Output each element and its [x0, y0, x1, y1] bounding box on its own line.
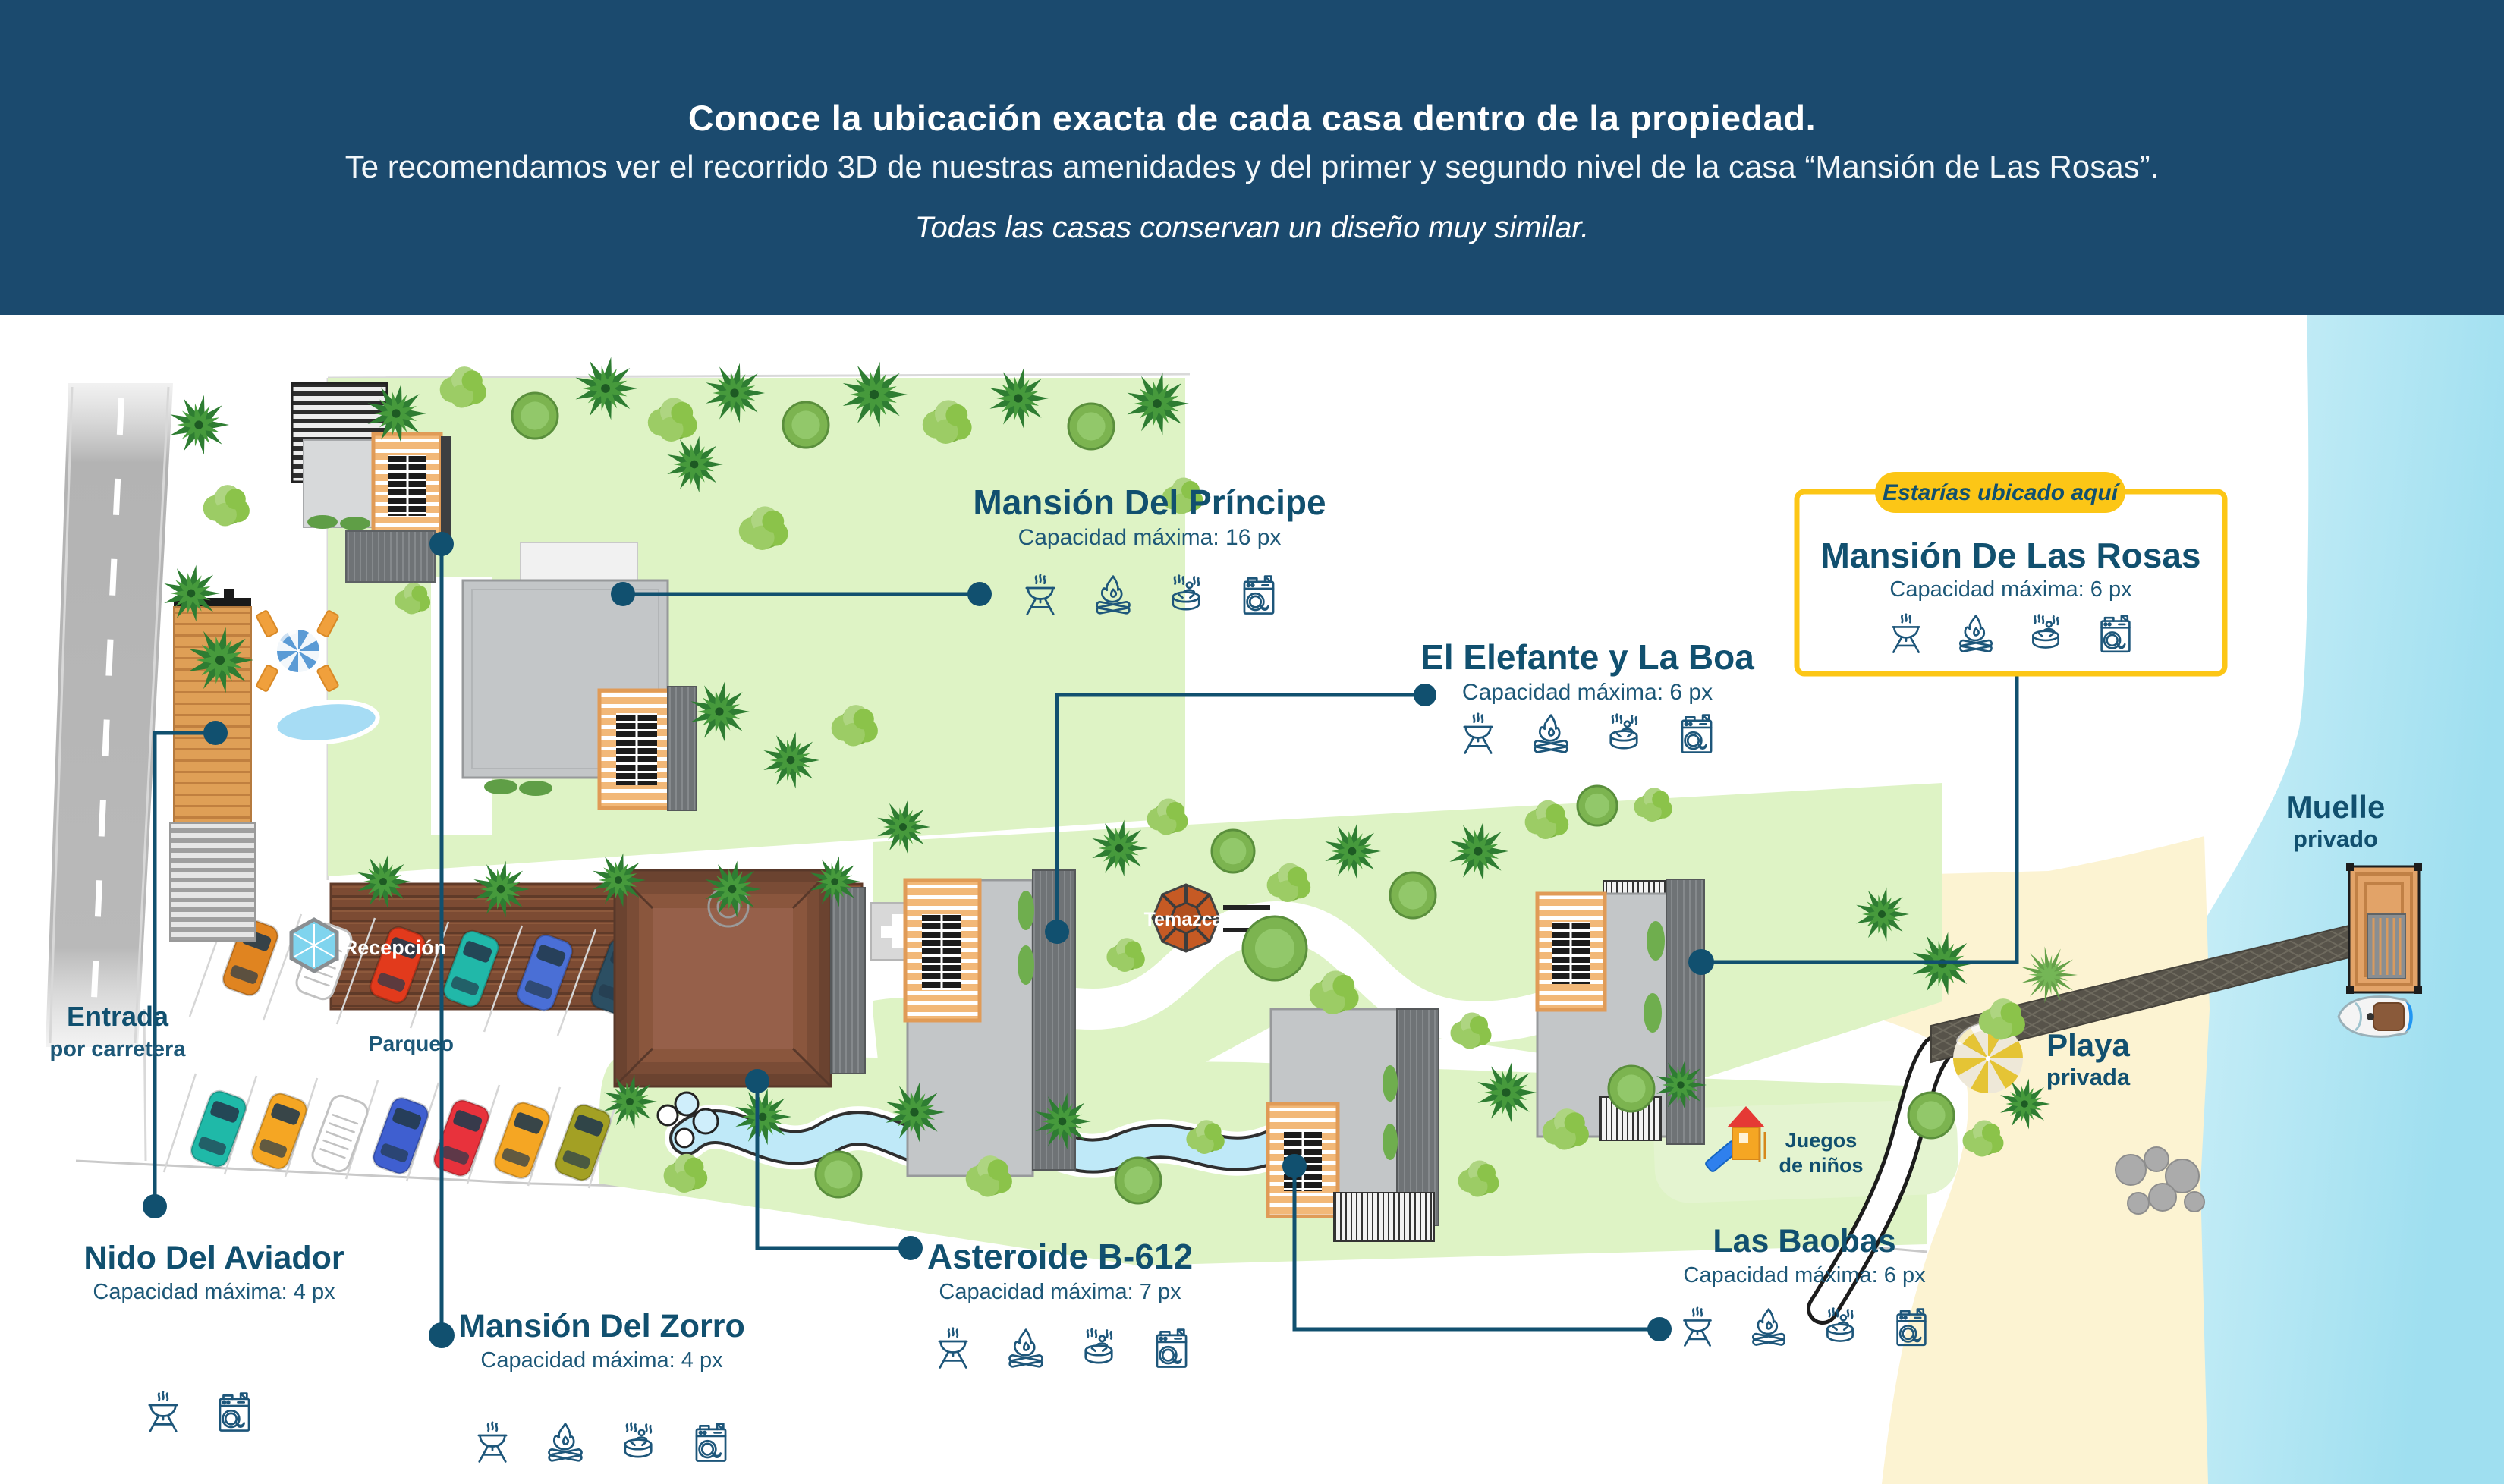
svg-text:de niños: de niños	[1779, 1154, 1863, 1177]
header-banner: Conoce la ubicación exacta de cada casa …	[0, 0, 2504, 315]
house-mansion-del-principe	[461, 542, 697, 811]
svg-text:privada: privada	[2046, 1064, 2131, 1090]
svg-text:Mansión Del Príncipe: Mansión Del Príncipe	[973, 483, 1326, 522]
washing-machine-icon	[1243, 575, 1275, 615]
temazcal-structure	[1151, 883, 1270, 953]
svg-text:por carretera: por carretera	[50, 1037, 187, 1061]
campfire-icon	[1751, 1308, 1786, 1347]
svg-text:Capacidad máxima: 6 px: Capacidad máxima: 6 px	[1462, 680, 1713, 705]
svg-text:Capacidad máxima: 7 px: Capacidad máxima: 7 px	[939, 1280, 1181, 1304]
beach-rocks	[2115, 1146, 2205, 1215]
bbq-grill-icon	[938, 1327, 968, 1369]
house-manson-del-zorro	[291, 382, 451, 583]
entrada-label: Entrada por carretera	[50, 1001, 187, 1061]
bbq-grill-icon	[477, 1421, 508, 1463]
boat	[2337, 995, 2413, 1038]
header-note: Todas las casas conservan un diseño muy …	[914, 211, 1590, 244]
garden-lounge-area	[256, 610, 380, 973]
header-subtitle: Te recomendamos ver el recorrido 3D de n…	[344, 149, 2160, 184]
bbq-grill-icon	[1463, 712, 1493, 754]
connector-lines	[143, 532, 2019, 1348]
highlight-badge-text: Estarías ubicado aquí	[1883, 480, 2121, 505]
house-las-baobas	[1266, 1008, 1439, 1242]
beach-umbrella	[1953, 1023, 2023, 1093]
svg-text:Mansión De Las Rosas: Mansión De Las Rosas	[1820, 536, 2200, 575]
access-road	[46, 383, 173, 1047]
svg-text:Capacidad máxima: 6 px: Capacidad máxima: 6 px	[1683, 1263, 1926, 1287]
highlight-badge	[1875, 472, 2125, 513]
svg-text:privado: privado	[2293, 825, 2378, 852]
label-el-elefante-y-la-boa: El Elefante y La Boa Capacidad máxima: 6…	[1420, 637, 1754, 754]
label-las-baobas: Las Baobas Capacidad máxima: 6 px	[1683, 1223, 1927, 1347]
svg-text:El Elefante y La Boa: El Elefante y La Boa	[1420, 637, 1754, 677]
hot-tub-icon	[1084, 1328, 1113, 1364]
temazcal-label: Temazcal	[1144, 909, 1228, 930]
washing-machine-icon	[695, 1423, 727, 1462]
svg-text:Capacidad máxima: 6 px: Capacidad máxima: 6 px	[1889, 577, 2132, 602]
svg-text:Mansión Del Zorro: Mansión Del Zorro	[458, 1308, 744, 1344]
label-mansion-del-principe: Mansión Del Príncipe Capacidad máxima: 1…	[973, 483, 1326, 615]
svg-text:Las Baobas: Las Baobas	[1713, 1223, 1895, 1259]
juegos-label: Juegos de niños	[1779, 1129, 1863, 1177]
playa-label: Playa privada	[2046, 1027, 2131, 1090]
svg-text:Playa: Playa	[2046, 1027, 2130, 1063]
hot-tub-icon	[1609, 713, 1638, 750]
svg-text:Juegos: Juegos	[1785, 1129, 1858, 1152]
hot-tub-icon	[624, 1422, 653, 1458]
muelle-label: Muelle privado	[2286, 789, 2386, 852]
private-dock	[1930, 863, 2422, 1064]
washing-machine-icon	[1681, 714, 1713, 753]
house-el-elefante-y-la-boa	[903, 869, 1076, 1177]
recepcion-label: Recepción	[343, 936, 447, 959]
trees	[164, 357, 2078, 1205]
parqueo-label: Parqueo	[369, 1032, 454, 1055]
label-mansion-del-zorro: Mansión Del Zorro Capacidad máxima: 4 px	[458, 1308, 745, 1463]
svg-text:Capacidad máxima: 16 px: Capacidad máxima: 16 px	[1018, 525, 1282, 550]
svg-text:Muelle: Muelle	[2286, 789, 2386, 825]
svg-text:Nido Del Aviador: Nido Del Aviador	[83, 1240, 344, 1276]
svg-text:Entrada: Entrada	[67, 1001, 169, 1032]
bbq-grill-icon	[148, 1391, 178, 1432]
svg-text:Capacidad máxima: 4 px: Capacidad máxima: 4 px	[93, 1280, 335, 1304]
campfire-icon	[1008, 1328, 1044, 1369]
house-asteroide-b612	[613, 869, 866, 1088]
campfire-icon	[547, 1423, 584, 1463]
svg-text:Asteroide B-612: Asteroide B-612	[927, 1237, 1193, 1276]
bbq-grill-icon	[1683, 1306, 1712, 1347]
svg-text:Capacidad máxima: 4 px: Capacidad máxima: 4 px	[480, 1348, 723, 1372]
washing-machine-icon	[219, 1392, 250, 1432]
house-mansion-de-las-rosas	[1535, 879, 1705, 1145]
campfire-icon	[1533, 714, 1569, 754]
label-asteroide-b612: Asteroide B-612 Capacidad máxima: 7 px	[927, 1237, 1193, 1369]
playground	[1705, 1106, 1766, 1172]
header-title: Conoce la ubicación exacta de cada casa …	[687, 98, 1817, 138]
washing-machine-icon	[1156, 1328, 1188, 1368]
label-mansion-de-las-rosas: Estarías ubicado aquí Mansión De Las Ros…	[1794, 472, 2228, 677]
label-nido-del-aviador: Nido Del Aviador Capacidad máxima: 4 px	[83, 1240, 344, 1432]
